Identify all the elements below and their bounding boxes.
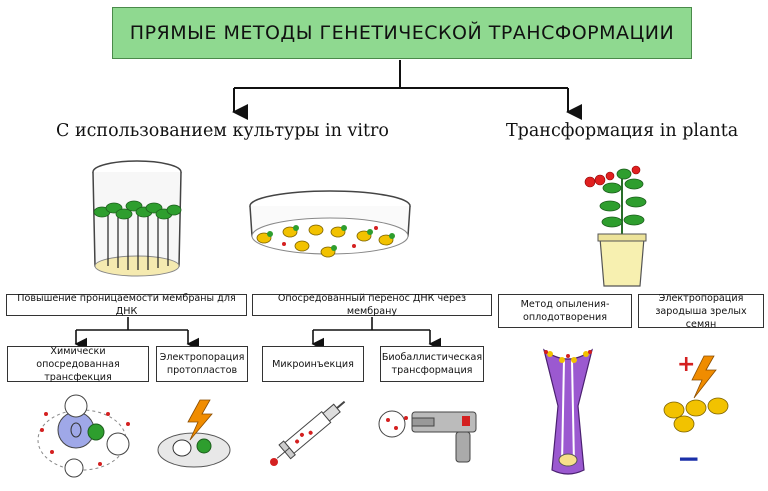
method-biolistic: Биобаллистическая трансформация bbox=[380, 346, 484, 382]
diagram-title: ПРЯМЫЕ МЕТОДЫ ГЕНЕТИЧЕСКОЙ ТРАНСФОРМАЦИИ bbox=[112, 7, 692, 59]
method-microinjection: Микроинъекция bbox=[262, 346, 364, 382]
lightning-icon bbox=[187, 399, 213, 441]
plus-sign: + bbox=[677, 352, 696, 377]
method-chemical-transfection-label: Химически опосредованная трансфекция bbox=[36, 345, 120, 383]
method-biolistic-label: Биобаллистическая трансформация bbox=[381, 352, 483, 376]
category-membrane-permeability-label: Повышение проницаемости мембраны для ДНК bbox=[17, 293, 236, 317]
category-embryo-electroporation-label: Электропорация зародыша зрелых семян bbox=[655, 292, 747, 330]
gene-gun-illustration bbox=[378, 410, 477, 463]
potted-plant-illustration bbox=[584, 165, 647, 287]
seed-electroporation-illustration bbox=[663, 355, 729, 433]
method-microinjection-label: Микроинъекция bbox=[272, 358, 354, 370]
category-pollination: Метод опыления-оплодотворения bbox=[498, 294, 632, 328]
syringe-illustration bbox=[270, 400, 346, 466]
pistil-illustration bbox=[543, 348, 593, 475]
category-mediated-transfer-label: Опосредованный перенос ДНК через мембран… bbox=[277, 293, 467, 317]
petri-dish-illustration bbox=[249, 190, 411, 258]
diagram-title-text: ПРЯМЫЕ МЕТОДЫ ГЕНЕТИЧЕСКОЙ ТРАНСФОРМАЦИИ bbox=[129, 22, 675, 44]
category-membrane-permeability: Повышение проницаемости мембраны для ДНК bbox=[6, 293, 247, 317]
branch-in-vitro: С использованием культуры in vitro bbox=[56, 121, 389, 141]
branch-in-planta: Трансформация in planta bbox=[506, 121, 739, 141]
category-mediated-transfer: Опосредованный перенос ДНК через мембран… bbox=[252, 293, 492, 317]
method-protoplast-electroporation-label: Электропорация протопластов bbox=[159, 352, 245, 376]
minus-sign: − bbox=[677, 442, 701, 475]
lightning-icon bbox=[691, 355, 717, 399]
protoplast-electroporation-illustration bbox=[157, 399, 231, 468]
category-embryo-electroporation: Электропорация зародыша зрелых семян bbox=[638, 292, 764, 330]
method-protoplast-electroporation: Электропорация протопластов bbox=[156, 346, 248, 382]
category-pollination-label: Метод опыления-оплодотворения bbox=[520, 299, 610, 323]
method-chemical-transfection: Химически опосредованная трансфекция bbox=[7, 345, 149, 383]
culture-jar-illustration bbox=[92, 160, 182, 277]
chemical-transfection-illustration bbox=[37, 394, 130, 478]
